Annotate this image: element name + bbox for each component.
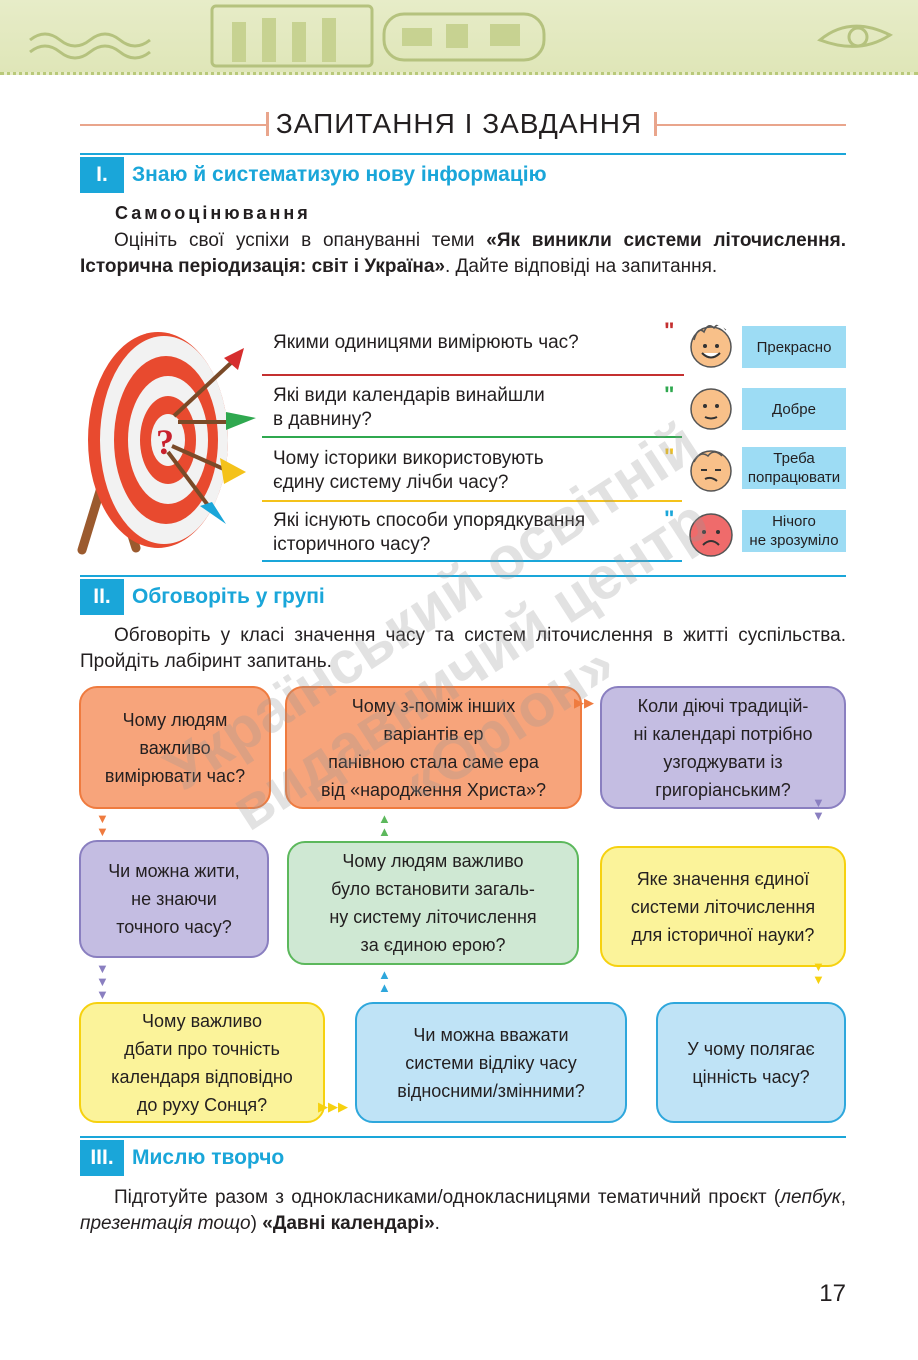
arrow-down-2: ▼▼ xyxy=(812,795,825,823)
title-rule-left xyxy=(80,124,266,126)
target-illustration: ? xyxy=(77,332,256,555)
section-1-topic: «Як виникли системи літочислення. Істори… xyxy=(80,230,847,277)
title-rule-right xyxy=(657,124,846,126)
calm-face-icon xyxy=(690,388,732,430)
header-decor-band xyxy=(0,0,918,75)
happy-face-icon xyxy=(690,324,732,368)
section-2-title: Обговоріть у групі xyxy=(132,585,325,608)
title-bar-left xyxy=(266,112,269,136)
arrow-right-1: ▶▶ xyxy=(574,695,594,710)
question-1-line xyxy=(262,374,684,376)
rating-good: Добре xyxy=(742,388,846,430)
sad-face-icon xyxy=(689,513,733,557)
section-1-number: I. xyxy=(80,157,124,193)
section-2-text: Обговоріть у класі значення часу та сист… xyxy=(80,625,846,672)
arrow-up-2: ▲▲ xyxy=(378,967,391,995)
section-1-text: Оцініть свої успіхи в опануванні теми «Я… xyxy=(80,228,846,280)
question-2-line xyxy=(262,436,682,438)
quote-mark-1: " xyxy=(664,318,675,343)
section-1-text-end: . Дайте відповіді на запитання. xyxy=(444,256,718,277)
arrow-down-4: ▼▼ xyxy=(812,959,825,987)
section-3-header: III. Мислю творчо xyxy=(80,1136,846,1178)
question-4: Які існують способи упорядкування істори… xyxy=(273,510,586,555)
title-bar-right xyxy=(654,112,657,136)
section-1-header: I. Знаю й систематизую нову інформацію xyxy=(80,153,846,195)
question-2: Які види календарів винайшли в давнину? xyxy=(273,385,545,430)
rating-excellent: Прекрасно xyxy=(742,326,846,368)
page-number: 17 xyxy=(819,1280,846,1307)
arrow-down-3: ▼▼▼ xyxy=(96,961,109,1002)
arrow-up-1: ▲▲ xyxy=(378,811,391,839)
arrow-right-2: ▶▶▶ xyxy=(318,1099,348,1114)
self-assessment-heading: Самооцінювання xyxy=(115,203,311,223)
egyptian-ornament-icon xyxy=(29,4,893,68)
section-2-header: II. Обговоріть у групі xyxy=(80,575,846,617)
question-3-line xyxy=(262,500,682,502)
section-3-number: III. xyxy=(80,1140,124,1176)
section-1-title: Знаю й систематизую нову інформацію xyxy=(132,163,547,186)
maze-box-3: Коли діючі традицій-ні календарі потрібн… xyxy=(600,686,846,809)
quote-mark-2: " xyxy=(664,382,675,407)
section-3-title: Мислю творчо xyxy=(132,1146,285,1169)
question-1: Якими одиницями вимірюють час? xyxy=(273,332,579,353)
section-1-text-start: Оцініть свої успіхи в опануванні теми xyxy=(114,230,487,251)
arrow-down-1: ▼▼ xyxy=(96,811,109,839)
page-title: ЗАПИТАННЯ І ЗАВДАННЯ xyxy=(275,108,643,139)
section-3-text: Підготуйте разом з однокласниками/однокл… xyxy=(80,1187,846,1234)
question-3: Чому історики використовують єдину систе… xyxy=(273,448,544,493)
arrows-icon xyxy=(166,348,256,524)
section-2-number: II. xyxy=(80,579,124,615)
quote-mark-4: " xyxy=(664,506,675,531)
thinking-face-icon xyxy=(690,450,732,492)
question-4-line xyxy=(262,560,682,562)
quote-mark-3: " xyxy=(664,444,675,469)
